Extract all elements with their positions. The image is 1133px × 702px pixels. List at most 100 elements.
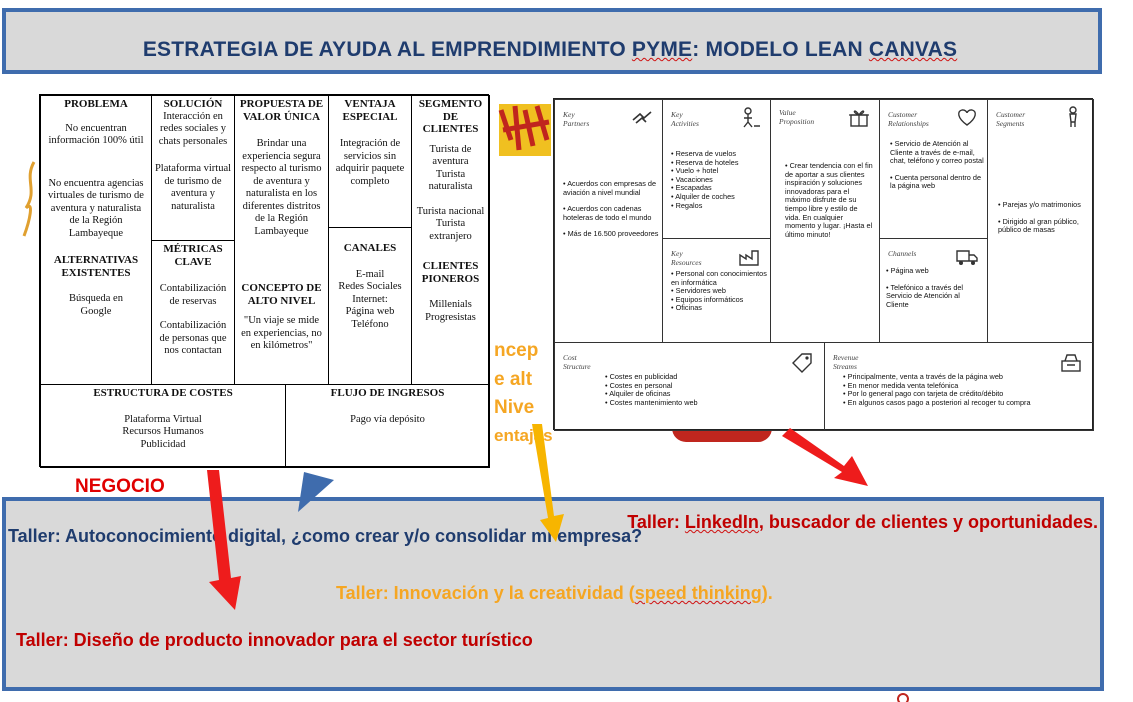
negocio-label: NEGOCIO — [75, 476, 165, 497]
bmc-item: Acuerdos con empresas de aviación a nive… — [563, 179, 659, 197]
lean-text-segmento-3: Turista nacional — [416, 205, 485, 217]
factory-icon — [739, 250, 759, 266]
bmc-list-customer-relationships: Servicio de Atención al Cliente a través… — [890, 139, 984, 191]
lean-cell-costes: ESTRUCTURA DE COSTES Plataforma Virtual … — [40, 384, 286, 468]
lean-heading-canales: CANALES — [343, 242, 397, 254]
lean-heading-segmento: SEGMENTO DE CLIENTES — [418, 98, 483, 135]
arrow-orange-down-icon — [532, 424, 564, 542]
title-banner — [2, 8, 1102, 74]
bmc-item: Cuenta personal dentro de la página web — [890, 173, 984, 191]
cash-register-icon — [1061, 354, 1081, 372]
lean-heading-propuesta: PROPUESTA DE VALOR ÚNICA — [239, 98, 324, 123]
lean-text-problema-1: No encuentran información 100% útil — [48, 122, 144, 147]
arrow-red-down-icon — [207, 470, 241, 610]
workshop-text-linkedin: Taller: LinkedIn, buscador de clientes y… — [600, 510, 1098, 535]
workshop-text-word-linkedin: LinkedIn — [684, 512, 759, 532]
workshop-text-part: ). — [761, 583, 773, 603]
workshop-text-innovacion: Taller: Innovación y la creatividad (spe… — [336, 583, 773, 604]
bmc-item: Reserva de vuelos — [671, 149, 769, 159]
bmc-item: Principalmente, venta a través de la pág… — [843, 372, 1067, 382]
bmc-title-line: Key — [671, 249, 683, 258]
lean-canvas-table: PROBLEMA No encuentran información 100% … — [39, 94, 490, 468]
link-icon — [632, 111, 652, 124]
bmc-title-line: Segments — [996, 119, 1025, 128]
page-title: ESTRATEGIA DE AYUDA AL EMPRENDIMIENTO PY… — [0, 38, 1100, 62]
lean-heading-ingresos: FLUJO DE INGRESOS — [330, 387, 445, 399]
bmc-list-key-partners: Acuerdos con empresas de aviación a nive… — [563, 179, 659, 239]
lean-text-problema-2: No encuentra agencias virtuales de turis… — [48, 177, 144, 239]
lean-text-alternativas: Búsqueda en Google — [69, 293, 123, 317]
bmc-list-customer-segments: Parejas y/o matrimonios Dirigido al gran… — [998, 200, 1090, 235]
lean-cell-ventaja: VENTAJA ESPECIAL Integración de servicio… — [328, 95, 412, 228]
bmc-title-line: Customer — [888, 110, 918, 119]
bmc-list-revenue-streams: Principalmente, venta a través de la pág… — [843, 372, 1067, 408]
arrow-blue-up-icon — [298, 472, 334, 512]
lean-text-propuesta: Brindar una experiencia segura respecto … — [241, 138, 322, 237]
bmc-item: Más de 16.500 proveedores — [563, 230, 659, 239]
bmc-item: Oficinas — [671, 304, 769, 313]
lean-text-metricas-1: Contabilización de reservas — [159, 283, 227, 307]
lean-text-pioneros: Millenials Progresistas — [425, 299, 476, 323]
lean-text-canales-4: Página web — [345, 306, 395, 317]
bmc-item: Servicio de Atención al Cliente a través… — [890, 139, 984, 166]
lean-text-segmento-4: Turista extranjero — [429, 218, 472, 242]
bmc-cell-channels: Channels Página web Telefónico a través … — [879, 238, 988, 343]
workshop-text-part: Taller: Innovación y la creatividad ( — [336, 583, 635, 603]
price-tag-icon — [792, 353, 812, 373]
lean-text-canales-3: Internet: — [352, 293, 388, 305]
workshop-text-part: , buscador de clientes y oportunidades. — [758, 512, 1098, 532]
bmc-title-line: Customer — [996, 110, 1026, 119]
worker-icon — [743, 107, 760, 128]
lean-cell-propuesta: PROPUESTA DE VALOR ÚNICA Brindar una exp… — [234, 95, 329, 385]
lean-heading-solucion: SOLUCIÓN — [163, 98, 223, 110]
lean-cell-ingresos: FLUJO DE INGRESOS Pago vía depósito — [285, 384, 490, 468]
bmc-title-line: Key — [671, 110, 683, 119]
page-title-word-canvas: CANVAS — [868, 38, 958, 61]
page-title-part: : MODELO LEAN — [692, 38, 869, 61]
lean-heading-costes: ESTRUCTURA DE COSTES — [93, 387, 233, 399]
lean-heading-concepto: CONCEPTO DE ALTO NIVEL — [241, 282, 322, 307]
lean-heading-problema: PROBLEMA — [64, 98, 128, 110]
heart-icon — [958, 109, 976, 126]
workshop-text-diseno-producto: Taller: Diseño de producto innovador par… — [16, 630, 533, 650]
bmc-item: Parejas y/o matrimonios — [998, 200, 1090, 210]
bmc-item: Dirigido al gran público, público de mas… — [998, 217, 1090, 235]
bmc-list-key-activities: Reserva de vuelos Reserva de hoteles Vue… — [671, 149, 769, 210]
bmc-item: Personal con conocimientos en informátic… — [671, 269, 769, 287]
lean-heading-metricas: MÉTRICAS CLAVE — [163, 243, 223, 268]
bmc-item: Servidores web — [671, 287, 769, 296]
lean-cell-canales: CANALES E-mail Redes Sociales Internet: … — [328, 227, 412, 385]
bmc-title-line: Activities — [671, 119, 699, 128]
lean-text-segmento-1: Turista de aventura — [429, 143, 472, 168]
truck-icon — [956, 250, 978, 265]
bmc-title-line: Relationships — [888, 119, 929, 128]
ghost-text-line: ncep — [494, 340, 539, 361]
bmc-title-line: Resources — [671, 258, 702, 267]
bmc-title-line: Value — [779, 108, 796, 117]
bmc-item: En menor medida venta telefónica — [843, 381, 1067, 391]
bmc-item: En algunos casos pago a posteriori al re… — [843, 398, 1067, 408]
lean-text-segmento-2: Turista naturalista — [428, 168, 473, 193]
page-title-word-pyme: PYME — [631, 38, 693, 61]
logo-fragment-icon — [897, 693, 909, 702]
person-icon — [1069, 106, 1077, 127]
lean-heading-ventaja: VENTAJA ESPECIAL — [342, 98, 398, 123]
lean-heading-alternativas: ALTERNATIVAS EXISTENTES — [53, 254, 139, 279]
bmc-title-line: Key — [563, 110, 575, 119]
bmc-item: Acuerdos con cadenas hoteleras de todo e… — [563, 204, 659, 222]
bmc-list-channels: Página web Telefónico a través del Servi… — [886, 266, 984, 310]
bmc-item: Telefónico a través del Servicio de Aten… — [886, 283, 984, 310]
bmc-item: Reserva de hoteles — [671, 158, 769, 168]
bmc-title-line: Revenue — [833, 353, 859, 362]
